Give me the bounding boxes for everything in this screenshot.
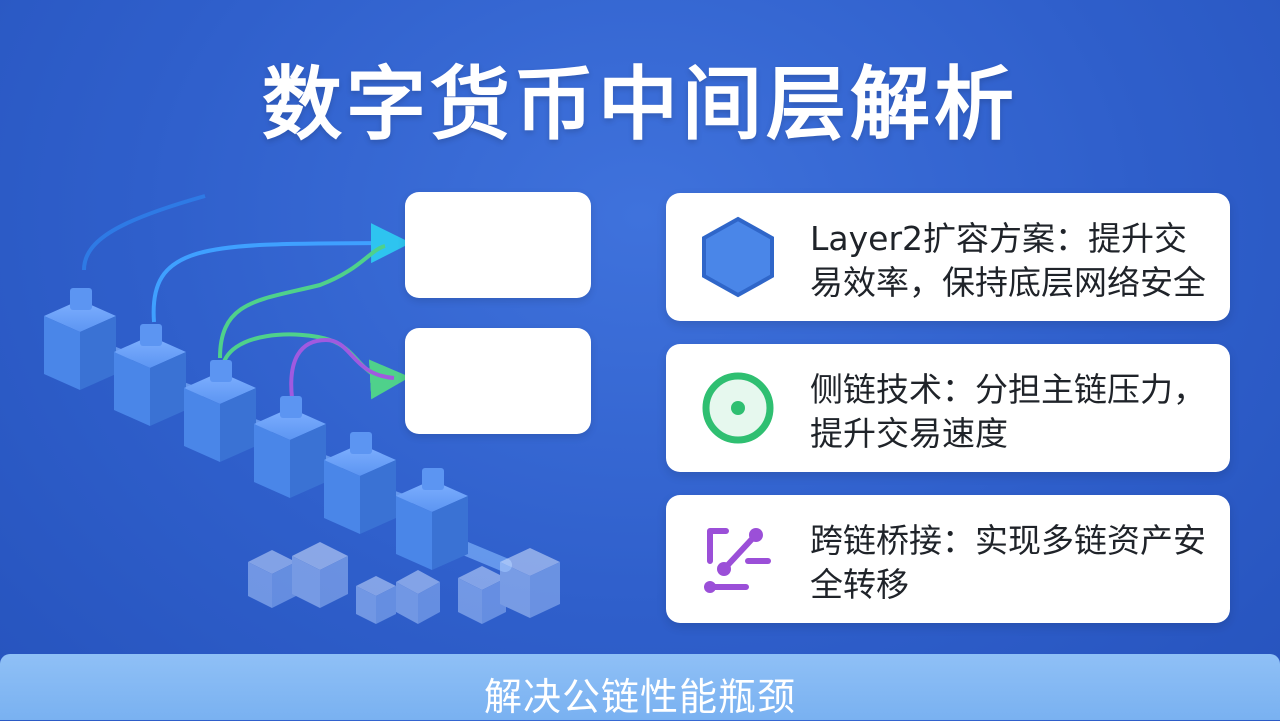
ring-dot-icon [702,372,774,444]
card-text-crosschain: 跨链桥接：实现多链资产安全转移 [810,521,1206,604]
card-layer2: Layer2扩容方案：提升交易效率，保持底层网络安全 [666,193,1230,321]
layer-box-bottom [405,328,591,434]
translucent-cubes [248,542,560,624]
footer-bar: 解决公链性能瓶颈 [0,654,1280,720]
card-text-layer2: Layer2扩容方案：提升交易效率，保持底层网络安全 [810,219,1206,302]
chain-block [184,360,256,462]
chain-block [396,468,468,570]
chain-block [114,324,186,426]
chain-block [254,396,326,498]
hexagon-icon [702,216,774,298]
chain-blocks [44,288,468,570]
bridge-link-icon [704,528,771,593]
chain-block [44,288,116,390]
flow-line-blue-1 [82,194,206,271]
flow-line-purple [289,337,395,399]
layer-box-top [405,192,591,298]
page-title: 数字货币中间层解析 [262,58,1018,151]
card-crosschain: 跨链桥接：实现多链资产安全转移 [666,495,1230,623]
chain-block [324,432,396,534]
card-sidechain: 侧链技术：分担主链压力，提升交易速度 [666,344,1230,472]
flow-line-blue-2 [151,223,411,323]
card-text-sidechain: 侧链技术：分担主链压力，提升交易速度 [810,370,1206,453]
footer-text: 解决公链性能瓶颈 [483,675,796,719]
flow-line-green-1 [218,244,386,359]
